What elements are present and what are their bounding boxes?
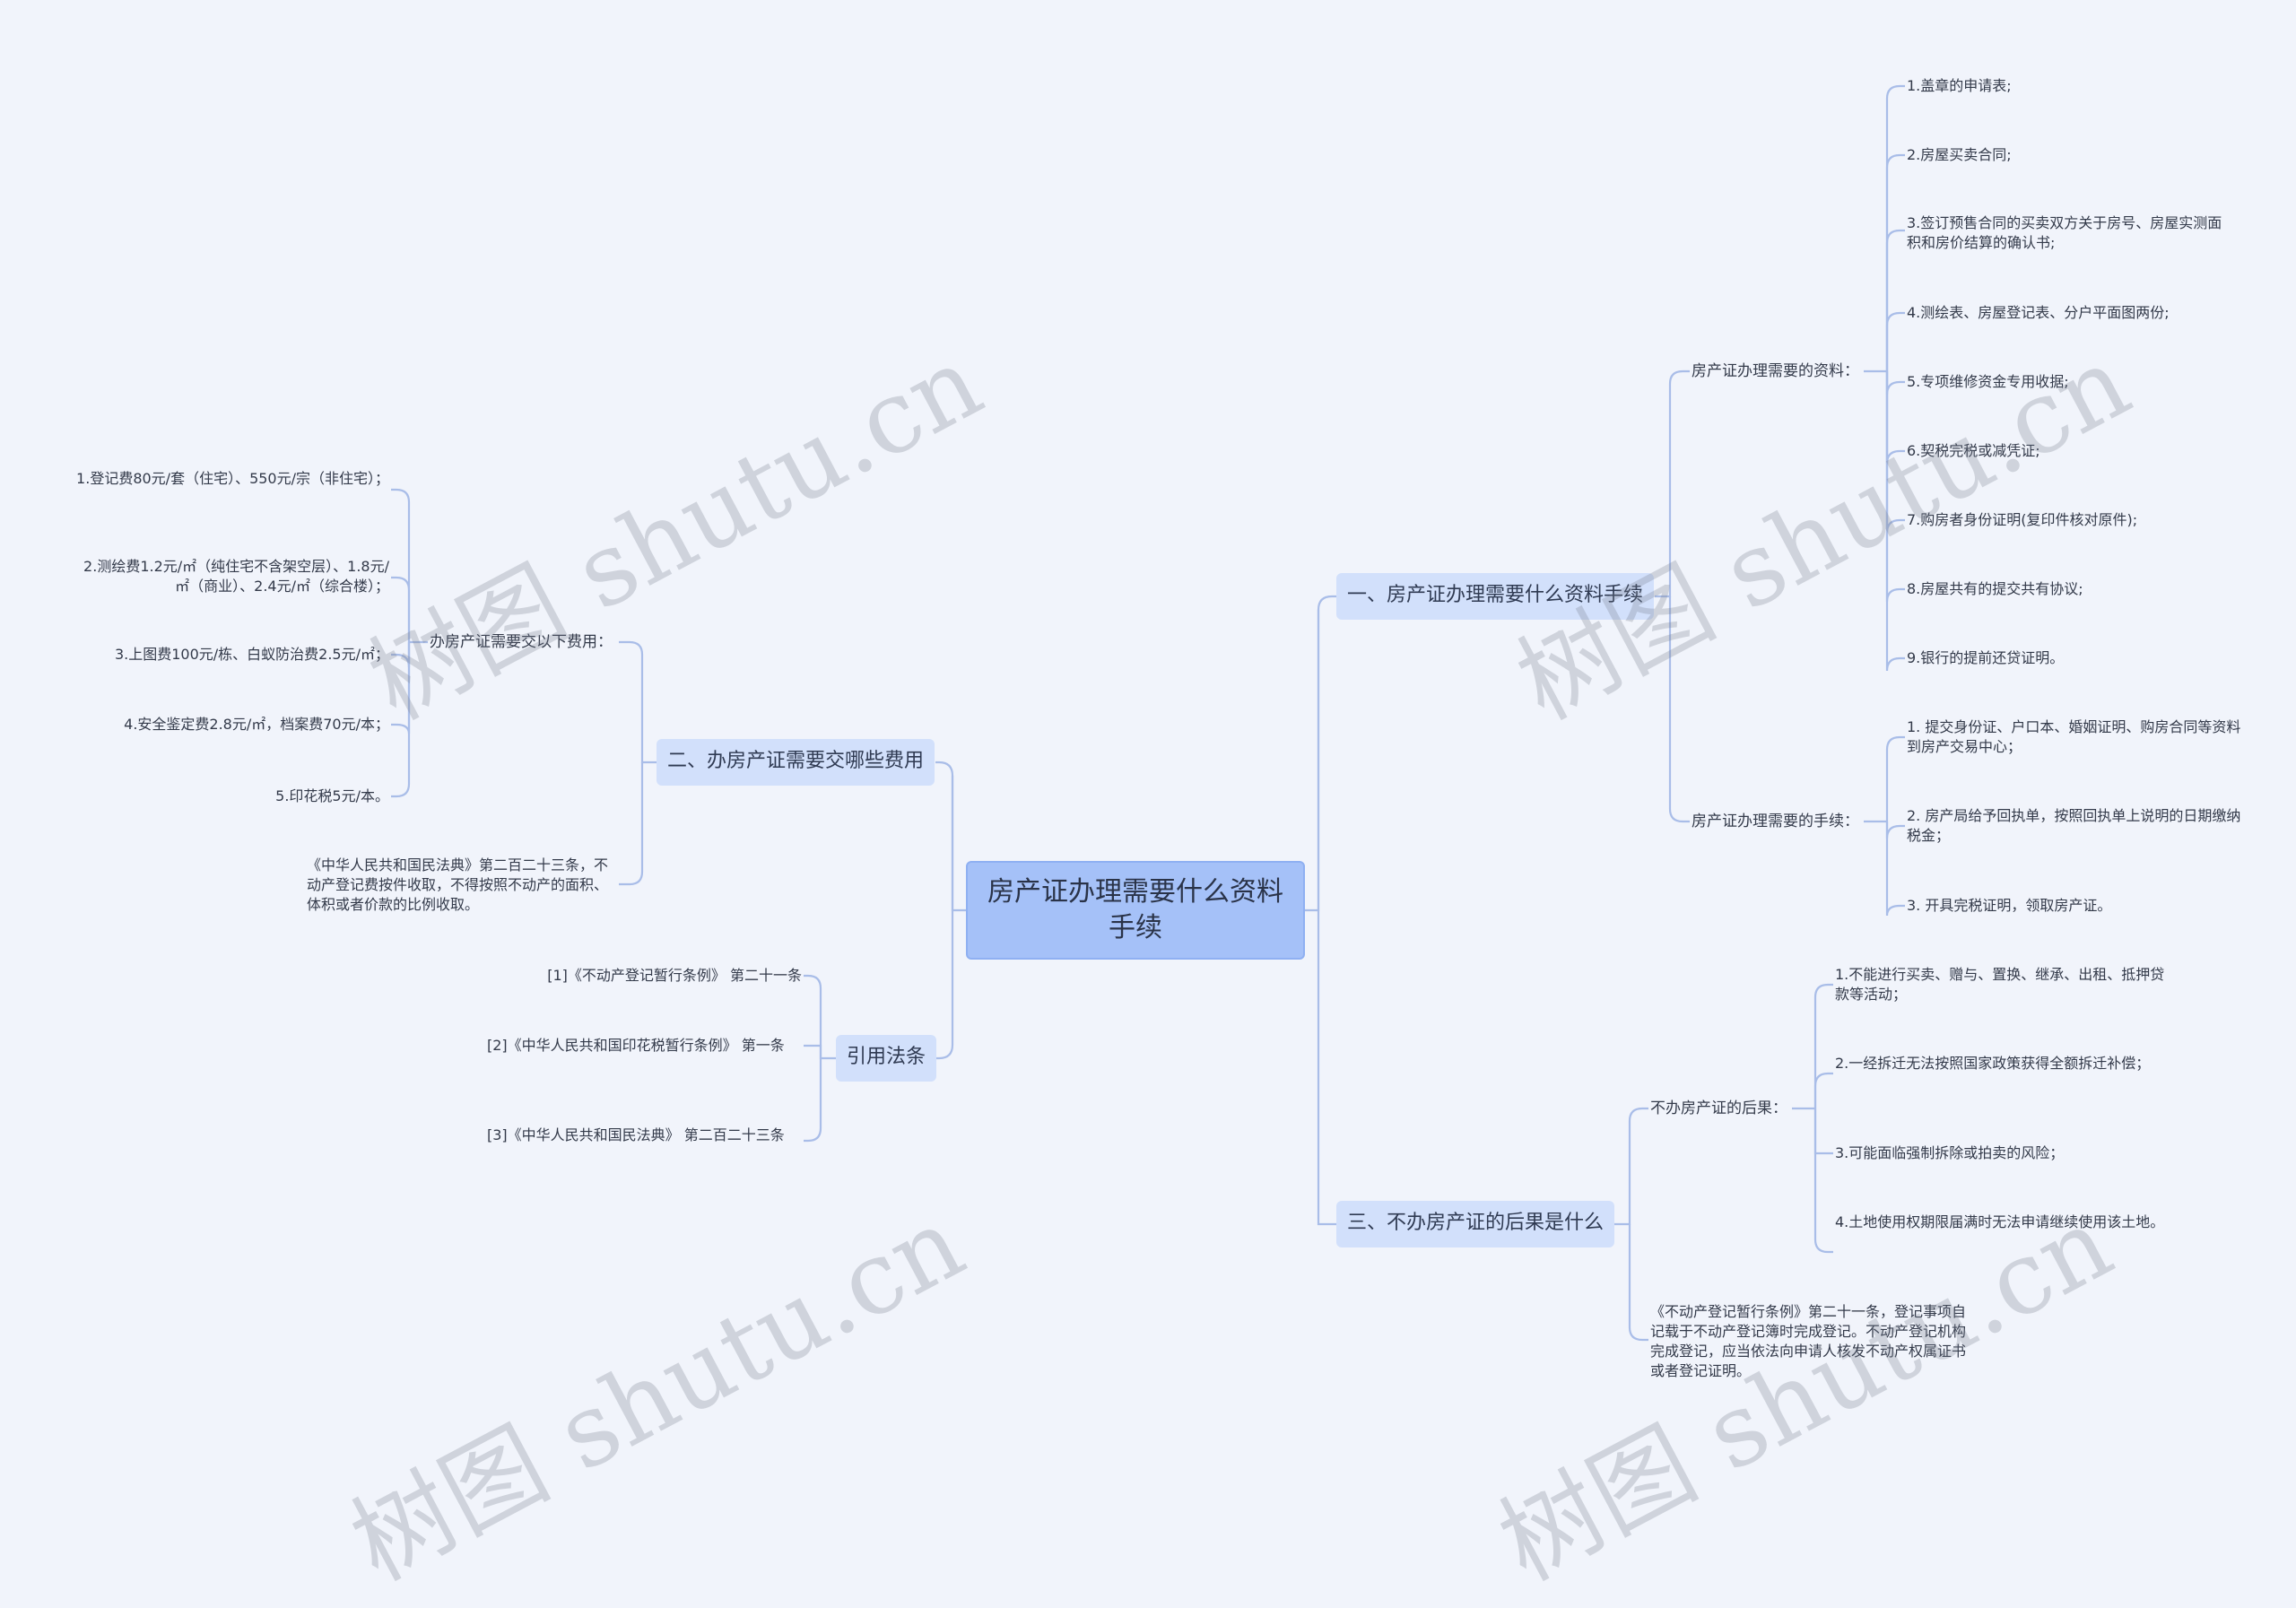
leaf-text: 3. 开具完税证明，领取房产证。 [1907, 897, 2112, 914]
leaf-material-5[interactable]: 5.专项维修资金专用收据; [1907, 372, 2230, 392]
mind-map-canvas: 房产证办理需要什么资料手续 一、房产证办理需要什么资料手续 房产证办理需要的资料… [72, 76, 2248, 1604]
root-topic[interactable]: 房产证办理需要什么资料手续 [966, 861, 1305, 960]
sub-materials[interactable]: 房产证办理需要的资料： [1692, 360, 1859, 383]
leaf-text: 2. 房产局给予回执单，按照回执单上说明的日期缴纳税金； [1907, 807, 2241, 844]
sub-procedures[interactable]: 房产证办理需要的手续： [1692, 810, 1859, 833]
leaf-text: 3.可能面临强制拆除或拍卖的风险； [1835, 1144, 2065, 1161]
connector-lines [391, 84, 1905, 1342]
root-title: 房产证办理需要什么资料手续 [987, 876, 1283, 943]
leaf-procedure-1[interactable]: 1. 提交身份证、户口本、婚姻证明、购房合同等资料到房产交易中心； [1907, 717, 2248, 757]
leaf-text: 《不动产登记暂行条例》第二十一条，登记事项自记载于不动产登记簿时完成登记。不动产… [1650, 1303, 1967, 1379]
leaf-text: 3.上图费100元/栋、白蚁防治费2.5元/㎡； [114, 646, 389, 663]
leaf-text: 5.印花税5元/本。 [275, 787, 389, 804]
leaf-text: 《中华人民共和国民法典》第二百二十三条，不动产登记费按件收取，不得按照不动产的面… [307, 856, 609, 913]
branch-label: 二、办房产证需要交哪些费用 [667, 750, 925, 772]
leaf-law-registration[interactable]: 《不动产登记暂行条例》第二十一条，登记事项自记载于不动产登记簿时完成登记。不动产… [1650, 1302, 1973, 1381]
leaf-text: 8.房屋共有的提交共有协议; [1907, 580, 2083, 597]
leaf-material-3[interactable]: 3.签订预售合同的买卖双方关于房号、房屋实测面积和房价结算的确认书; [1907, 213, 2230, 253]
leaf-text: 2.一经拆迁无法按照国家政策获得全额拆迁补偿； [1835, 1055, 2151, 1072]
leaf-text: 7.购房者身份证明(复印件核对原件); [1907, 511, 2138, 528]
leaf-citation-1[interactable]: [1]《不动产登记暂行条例》 第二十一条 [484, 966, 802, 986]
sub-label: 不办房产证的后果： [1650, 1100, 1787, 1117]
branch-label: 引用法条 [847, 1046, 926, 1068]
leaf-consequence-4[interactable]: 4.土地使用权期限届满时无法申请继续使用该土地。 [1835, 1213, 2167, 1232]
leaf-text: [2]《中华人民共和国印花税暂行条例》 第一条 [487, 1037, 785, 1054]
leaf-text: 4.土地使用权期限届满时无法申请继续使用该土地。 [1835, 1213, 2165, 1230]
leaf-material-4[interactable]: 4.测绘表、房屋登记表、分户平面图两份; [1907, 303, 2230, 323]
leaf-material-7[interactable]: 7.购房者身份证明(复印件核对原件); [1907, 510, 2230, 530]
leaf-text: 1.盖章的申请表; [1907, 77, 2012, 94]
leaf-procedure-2[interactable]: 2. 房产局给予回执单，按照回执单上说明的日期缴纳税金； [1907, 806, 2248, 846]
leaf-material-6[interactable]: 6.契税完税或减凭证; [1907, 441, 2230, 461]
sub-fees[interactable]: 办房产证需要交以下费用： [430, 630, 613, 654]
leaf-consequence-1[interactable]: 1.不能进行买卖、赠与、置换、继承、出租、抵押贷款等活动； [1835, 965, 2167, 1004]
leaf-text: [1]《不动产登记暂行条例》 第二十一条 [547, 967, 802, 984]
leaf-law-civil-code[interactable]: 《中华人民共和国民法典》第二百二十三条，不动产登记费按件收取，不得按照不动产的面… [307, 856, 621, 915]
leaf-citation-3[interactable]: [3]《中华人民共和国民法典》 第二百二十三条 [487, 1126, 801, 1145]
leaf-fee-2[interactable]: 2.测绘费1.2元/㎡（纯住宅不含架空层）、1.8元/㎡（商业）、2.4元/㎡（… [72, 557, 389, 596]
leaf-material-9[interactable]: 9.银行的提前还贷证明。 [1907, 648, 2230, 668]
leaf-fee-1[interactable]: 1.登记费80元/套（住宅）、550元/宗（非住宅）； [72, 469, 389, 489]
sub-consequences[interactable]: 不办房产证的后果： [1650, 1097, 1787, 1120]
branch-materials-procedures[interactable]: 一、房产证办理需要什么资料手续 [1336, 573, 1655, 620]
branch-cited-laws[interactable]: 引用法条 [836, 1035, 937, 1082]
leaf-text: 1.不能进行买卖、赠与、置换、继承、出租、抵押贷款等活动； [1835, 966, 2165, 1003]
leaf-text: 9.银行的提前还贷证明。 [1907, 649, 2065, 666]
sub-label: 房产证办理需要的手续： [1692, 813, 1859, 830]
leaf-text: 3.签订预售合同的买卖双方关于房号、房屋实测面积和房价结算的确认书; [1907, 214, 2222, 251]
leaf-material-2[interactable]: 2.房屋买卖合同; [1907, 145, 2230, 165]
leaf-citation-2[interactable]: [2]《中华人民共和国印花税暂行条例》 第一条 [487, 1036, 801, 1056]
leaf-material-8[interactable]: 8.房屋共有的提交共有协议; [1907, 579, 2230, 599]
leaf-text: 4.测绘表、房屋登记表、分户平面图两份; [1907, 304, 2170, 321]
leaf-material-1[interactable]: 1.盖章的申请表; [1907, 76, 2230, 96]
leaf-fee-5[interactable]: 5.印花税5元/本。 [72, 787, 389, 806]
leaf-consequence-3[interactable]: 3.可能面临强制拆除或拍卖的风险； [1835, 1143, 2167, 1163]
branch-label: 一、房产证办理需要什么资料手续 [1347, 584, 1644, 606]
leaf-text: 5.专项维修资金专用收据; [1907, 373, 2069, 390]
branch-consequences[interactable]: 三、不办房产证的后果是什么 [1336, 1201, 1615, 1247]
sub-label: 房产证办理需要的资料： [1692, 362, 1859, 380]
leaf-consequence-2[interactable]: 2.一经拆迁无法按照国家政策获得全额拆迁补偿； [1835, 1054, 2167, 1073]
leaf-fee-3[interactable]: 3.上图费100元/栋、白蚁防治费2.5元/㎡； [72, 645, 389, 665]
leaf-procedure-3[interactable]: 3. 开具完税证明，领取房产证。 [1907, 896, 2248, 916]
leaf-text: 2.房屋买卖合同; [1907, 146, 2012, 163]
leaf-text: 6.契税完税或减凭证; [1907, 442, 2040, 459]
leaf-fee-4[interactable]: 4.安全鉴定费2.8元/㎡，档案费70元/本； [72, 715, 389, 734]
leaf-text: 1. 提交身份证、户口本、婚姻证明、购房合同等资料到房产交易中心； [1907, 718, 2241, 755]
leaf-text: 2.测绘费1.2元/㎡（纯住宅不含架空层）、1.8元/㎡（商业）、2.4元/㎡（… [83, 558, 389, 595]
leaf-text: [3]《中华人民共和国民法典》 第二百二十三条 [487, 1126, 785, 1143]
leaf-text: 1.登记费80元/套（住宅）、550元/宗（非住宅）； [76, 470, 389, 487]
branch-label: 三、不办房产证的后果是什么 [1347, 1212, 1605, 1234]
sub-label: 办房产证需要交以下费用： [430, 633, 613, 651]
branch-fees[interactable]: 二、办房产证需要交哪些费用 [657, 739, 935, 786]
leaf-text: 4.安全鉴定费2.8元/㎡，档案费70元/本； [124, 716, 389, 733]
